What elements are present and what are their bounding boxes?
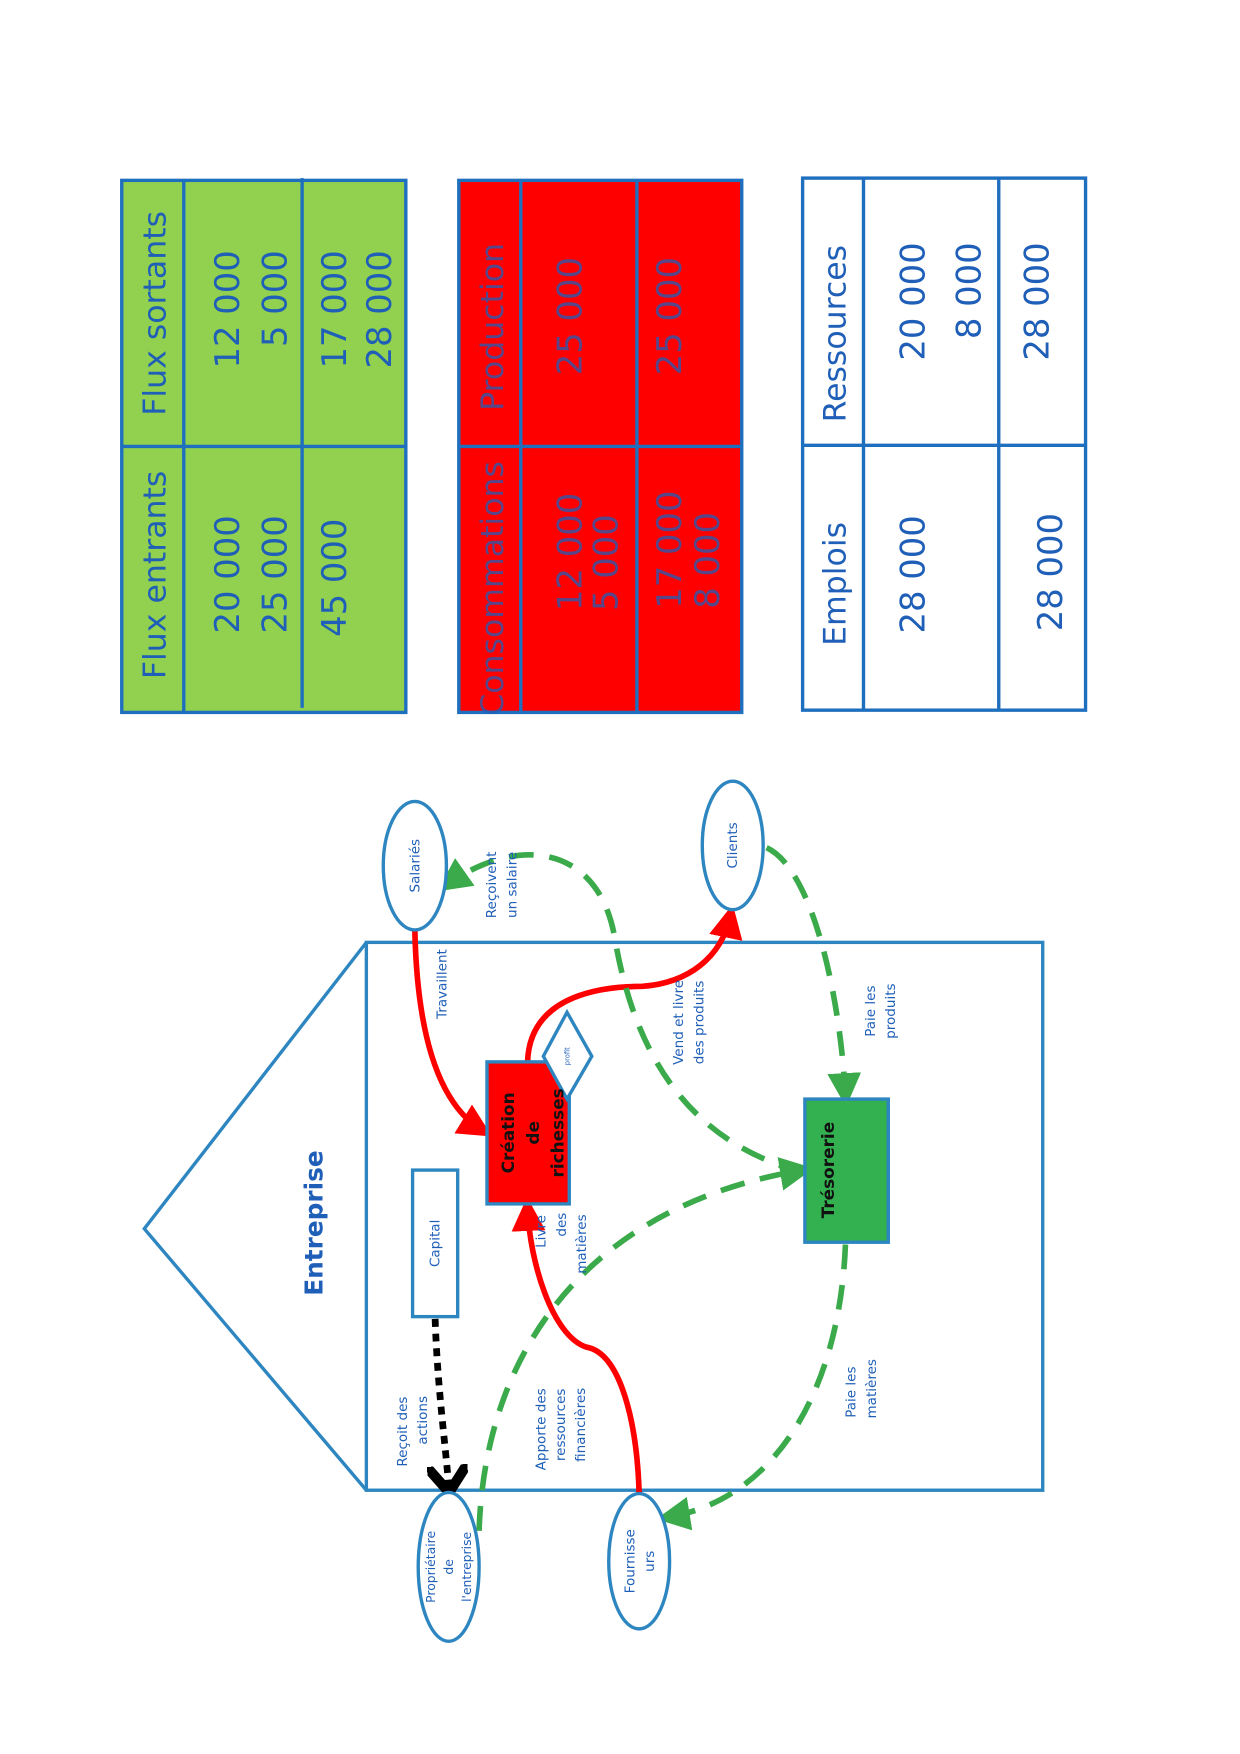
flow-travaillent-arrow xyxy=(412,929,493,1137)
label-recoit: actions xyxy=(415,1396,431,1445)
cell-value: 25 000 xyxy=(551,257,590,375)
node-fournisseurs xyxy=(607,1491,672,1631)
header-ressources: Ressources xyxy=(817,245,853,423)
cell-value: 45 000 xyxy=(315,519,354,637)
label-paie-produits: produits xyxy=(883,983,899,1038)
node-tresorerie xyxy=(803,1097,890,1244)
capital-label: Capital xyxy=(428,1220,444,1267)
proprietaire-label: Propriétaire xyxy=(423,1531,438,1603)
proprietaire-label: de xyxy=(441,1559,456,1574)
cell-value: 20 000 xyxy=(893,242,932,360)
header-emplois: Emplois xyxy=(817,522,853,646)
cell-value: 25 000 xyxy=(650,257,689,375)
cell-value: 5 000 xyxy=(255,250,294,347)
clients-label: Clients xyxy=(725,822,741,868)
flow-salaire-arrow xyxy=(437,852,804,1176)
label-travaillent: Travaillent xyxy=(434,949,450,1020)
node-creation xyxy=(485,1060,571,1206)
cell-value: 28 000 xyxy=(1031,513,1070,631)
label-vend: des produits xyxy=(691,981,707,1065)
label-recoivent: Reçoivent xyxy=(484,852,500,919)
fournisseurs-label: Fournisse xyxy=(623,1529,639,1593)
flow-paie-produits-arrow xyxy=(765,845,862,1107)
creation-label: de xyxy=(523,1121,543,1145)
flow-apport-arrow xyxy=(476,1157,814,1531)
cell-value: 8 000 xyxy=(688,512,727,609)
creation-label: richesses xyxy=(548,1088,568,1177)
header-flux-entrants: Flux entrants xyxy=(138,471,174,679)
label-recoit: Reçoit des xyxy=(395,1397,411,1467)
label-vend: Vend et livre xyxy=(671,980,687,1065)
flow-actions-arrow xyxy=(435,1318,449,1486)
flow-vend-arrow xyxy=(524,904,743,1062)
cell-value: 17 000 xyxy=(650,490,689,608)
cell-value: 12 000 xyxy=(551,493,590,611)
proprietaire-label: l'entreprise xyxy=(459,1532,474,1602)
label-apporte: Apporte des xyxy=(534,1388,550,1470)
cell-value: 17 000 xyxy=(315,250,354,368)
cell-value: 20 000 xyxy=(208,515,247,633)
flux-table xyxy=(120,178,408,715)
node-clients xyxy=(700,779,765,912)
tresorerie-label: Trésorerie xyxy=(818,1122,838,1218)
label-apporte: financières xyxy=(573,1388,589,1462)
node-profit xyxy=(541,1008,594,1103)
production-table xyxy=(457,178,744,715)
cell-value: 12 000 xyxy=(208,250,247,368)
header-consommations: Consommations xyxy=(475,461,511,716)
label-paie-matieres: matières xyxy=(864,1359,880,1418)
label-paie-produits: Paie les xyxy=(863,985,879,1036)
node-salaries xyxy=(381,799,449,932)
entreprise-house xyxy=(142,940,1045,1492)
label-livre: Livre xyxy=(534,1215,550,1248)
node-proprietaire xyxy=(416,1490,481,1643)
ressources-table xyxy=(800,176,1088,712)
profit-label: profit xyxy=(563,1047,571,1065)
header-flux-sortants: Flux sortants xyxy=(138,211,174,416)
cell-value: 25 000 xyxy=(255,515,294,633)
entreprise-title: Entreprise xyxy=(299,1150,328,1295)
node-capital xyxy=(410,1168,460,1319)
header-production: Production xyxy=(475,243,511,411)
cell-value: 8 000 xyxy=(950,242,989,339)
fournisseurs-label: urs xyxy=(642,1551,658,1572)
flow-livre-matieres-arrow xyxy=(511,1197,642,1494)
label-recoivent: un salaire xyxy=(504,852,520,918)
creation-label: Création xyxy=(498,1092,518,1173)
label-apporte: ressources xyxy=(553,1389,569,1462)
cell-value: 28 000 xyxy=(1017,242,1056,360)
label-paie-matieres: Paie les xyxy=(844,1366,860,1417)
cell-value: 5 000 xyxy=(587,514,626,611)
cell-value: 28 000 xyxy=(360,250,399,368)
label-livre: matières xyxy=(574,1214,590,1273)
cell-value: 28 000 xyxy=(893,515,932,633)
salaries-label: Salariés xyxy=(407,839,423,893)
flow-paie-matieres-arrow xyxy=(656,1244,849,1531)
label-livre: des xyxy=(554,1213,570,1237)
